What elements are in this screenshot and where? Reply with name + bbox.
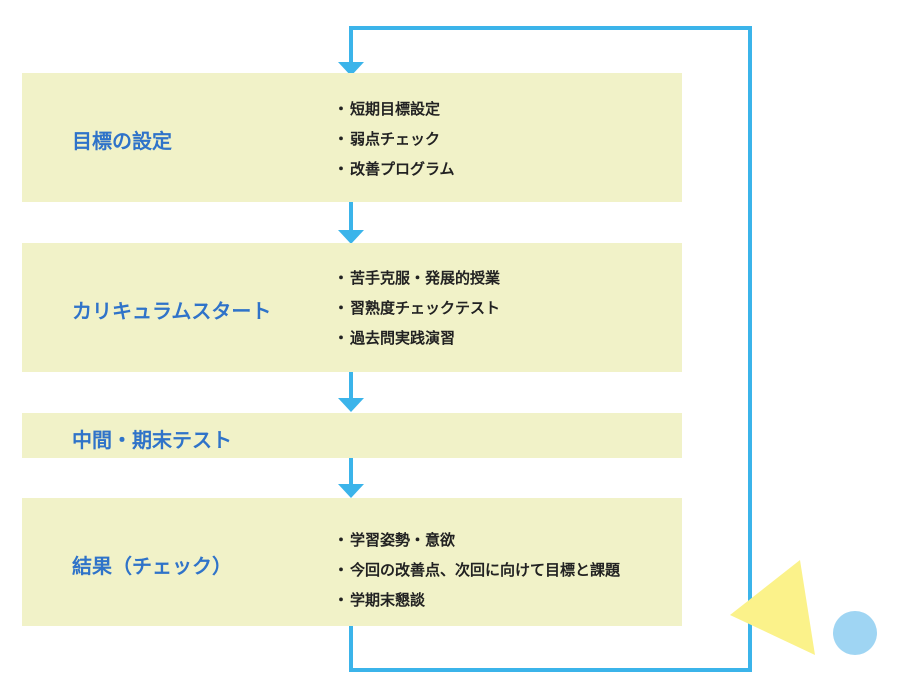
- step-title: 目標の設定: [72, 129, 172, 153]
- list-item: ・短期目標設定: [333, 100, 441, 118]
- step-title: 中間・期末テスト: [72, 428, 232, 452]
- list-item: ・今回の改善点、次回に向けて目標と課題: [333, 561, 621, 579]
- step-box-midterm-final-test: 中間・期末テスト: [22, 413, 682, 458]
- list-item: ・過去問実践演習: [333, 329, 456, 347]
- step-title: カリキュラムスタート: [72, 299, 272, 323]
- step-item-list: ・短期目標設定 ・弱点チェック ・改善プログラム: [332, 94, 455, 184]
- decorative-circle: [833, 611, 877, 655]
- step-box-results-check: 結果（チェック） ・学習姿勢・意欲 ・今回の改善点、次回に向けて目標と課題 ・学…: [22, 498, 682, 626]
- list-item: ・苦手克服・発展的授業: [333, 269, 501, 287]
- step-box-curriculum-start: カリキュラムスタート ・苦手克服・発展的授業 ・習熟度チェックテスト ・過去問実…: [22, 243, 682, 372]
- list-item: ・習熟度チェックテスト: [333, 299, 501, 317]
- loop-back-line: [349, 26, 752, 672]
- list-item: ・改善プログラム: [333, 160, 455, 178]
- step-item-list: ・学習姿勢・意欲 ・今回の改善点、次回に向けて目標と課題 ・学期末懇談: [332, 525, 620, 615]
- arrowhead-to-step-1: [338, 62, 364, 76]
- list-item: ・弱点チェック: [333, 130, 441, 148]
- arrowhead-to-step-3: [338, 398, 364, 412]
- step-box-goal-setting: 目標の設定 ・短期目標設定 ・弱点チェック ・改善プログラム: [22, 73, 682, 202]
- arrowhead-to-step-4: [338, 484, 364, 498]
- list-item: ・学期末懇談: [333, 591, 426, 609]
- decorative-triangle: [730, 560, 815, 655]
- arrowhead-to-step-2: [338, 230, 364, 244]
- list-item: ・学習姿勢・意欲: [333, 531, 456, 549]
- step-title: 結果（チェック）: [72, 554, 232, 578]
- step-item-list: ・苦手克服・発展的授業 ・習熟度チェックテスト ・過去問実践演習: [332, 263, 500, 353]
